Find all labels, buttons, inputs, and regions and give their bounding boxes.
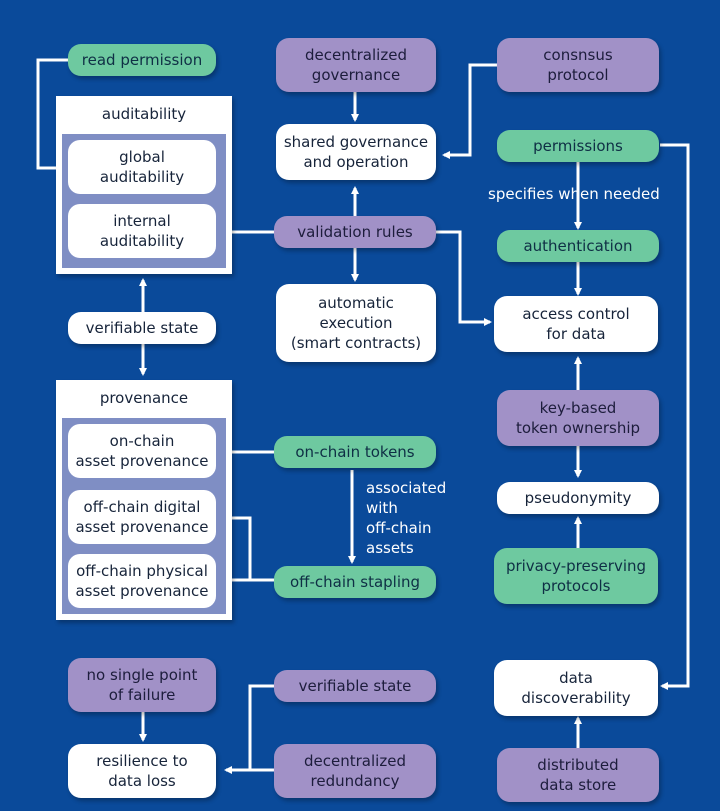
validation-rules-node: validation rules [274,216,436,248]
offchain-digital-provenance-node: off-chain digital asset provenance [68,490,216,544]
automatic-execution-node: automatic execution (smart contracts) [276,284,436,362]
offchain-stapling-node: off-chain stapling [274,566,436,598]
arrow-consensus-to-shared [442,63,497,159]
internal-auditability-node: internal auditability [68,204,216,258]
read-permission-node: read permission [68,44,216,76]
arrow-stapling-to-digital [224,514,274,582]
no-single-point-node: no single point of failure [68,658,216,712]
key-based-token-node: key-based token ownership [497,390,659,446]
onchain-tokens-node: on-chain tokens [274,436,436,468]
auditability-title: auditability [101,105,187,123]
data-discoverability-node: data discoverability [494,660,658,716]
distributed-data-store-node: distributed data store [497,748,659,802]
permissions-node: permissions [497,130,659,162]
pseudonymity-node: pseudonymity [497,482,659,514]
resilience-node: resilience to data loss [68,744,216,798]
offchain-physical-provenance-node: off-chain physical asset provenance [68,554,216,608]
decentralized-governance-node: decentralized governance [276,38,436,92]
access-control-node: access control for data [494,296,658,352]
provenance-panel: provenance on-chain asset provenance off… [56,380,232,620]
associated-offchain-label: associated with off-chain assets [366,479,447,557]
arrow-permissions-to-discoverability [660,143,690,690]
shared-governance-node: shared governance and operation [276,124,436,180]
verifiable-state-node: verifiable state [68,312,216,344]
onchain-asset-provenance-node: on-chain asset provenance [68,424,216,478]
arrow-validation-to-access [436,230,492,326]
provenance-panel-body: on-chain asset provenance off-chain digi… [62,418,226,614]
verifiable-state-bottom-node: verifiable state [274,670,436,702]
arrow-bottomright-to-resilience [224,684,274,774]
auditability-panel-body: global auditability internal auditabilit… [62,134,226,268]
global-auditability-node: global auditability [68,140,216,194]
consensus-protocol-node: consnsus protocol [497,38,659,92]
privacy-preserving-node: privacy-preserving protocols [494,548,658,604]
specifies-when-needed-label: specifies when needed [488,185,660,203]
decentralized-redundancy-node: decentralized redundancy [274,744,436,798]
provenance-title: provenance [99,389,189,407]
auditability-panel: auditability global auditability interna… [56,96,232,274]
arrow-read-permission-to-global-auditability [36,58,68,172]
authentication-node: authentication [497,230,659,262]
